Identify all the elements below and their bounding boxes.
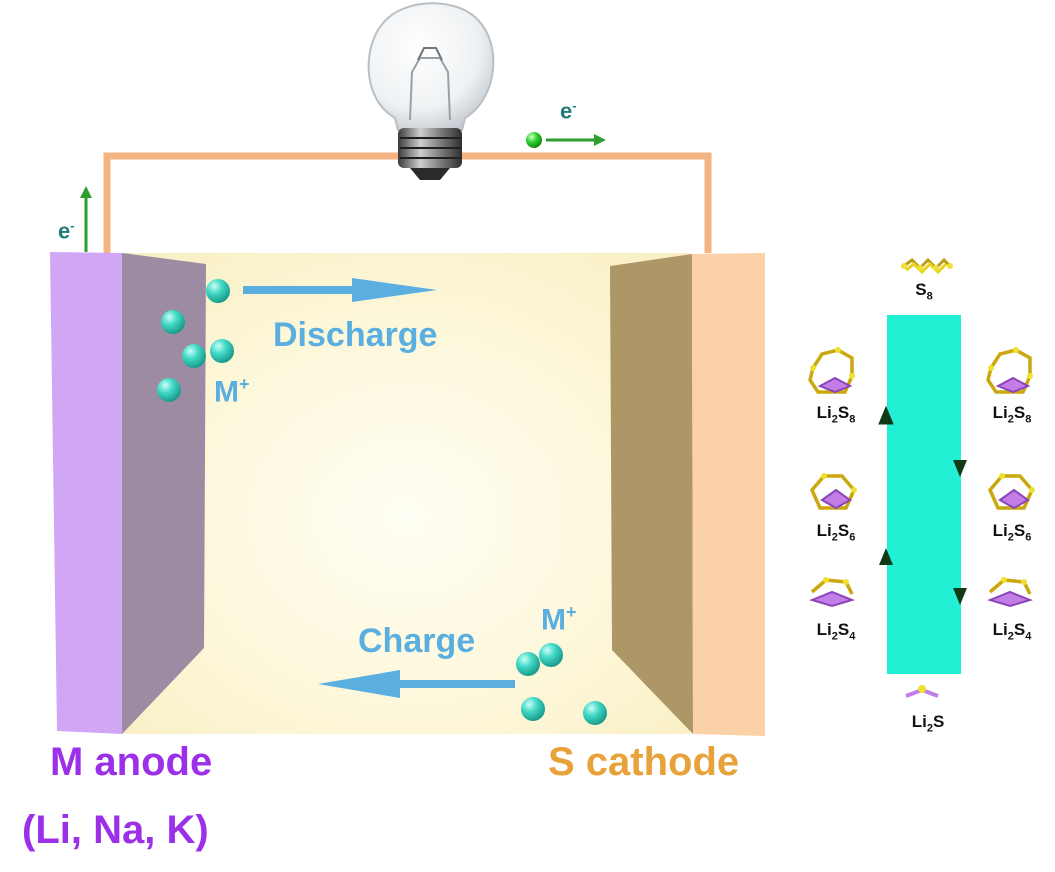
charge-direction-arrow [878, 405, 894, 425]
discharge-arrow [243, 278, 437, 302]
sulfur-conversion-bar [887, 315, 961, 674]
cathode-front-face [692, 253, 765, 736]
electron-flow-right-arrow [546, 134, 606, 146]
ion-icon [157, 378, 181, 402]
species-label-left: Li2S6 [816, 521, 856, 544]
ion-icon [521, 697, 545, 721]
li2s-label: Li2S [911, 712, 945, 735]
species-label-right: Li2S6 [992, 521, 1032, 544]
li2s8-molecule-icon [986, 347, 1033, 394]
charge-arrow [318, 670, 515, 698]
ion-icon [182, 344, 206, 368]
charge-direction-arrow [879, 548, 893, 565]
li2s6-molecule-icon [809, 473, 857, 510]
li2s4-molecule-icon [986, 577, 1034, 608]
anode-inner-face [122, 253, 206, 734]
s8-molecule-icon [901, 257, 953, 275]
electron-label: e- [58, 218, 75, 244]
metal-ion-label: M+ [541, 602, 577, 637]
discharge-label: Discharge [273, 316, 438, 354]
metal-ion-label: M+ [214, 374, 250, 409]
li2s-molecule-icon [905, 685, 939, 698]
species-label-right: Li2S4 [992, 620, 1032, 643]
anode-subtitle: (Li, Na, K) [22, 808, 209, 852]
cathode-inner-face [610, 254, 693, 734]
species-label-left: Li2S8 [816, 403, 856, 426]
species-label-right: Li2S8 [992, 403, 1032, 426]
ion-icon [161, 310, 185, 334]
ion-icon [206, 279, 230, 303]
li2s8-molecule-icon [808, 347, 855, 394]
electron-label: e- [560, 98, 577, 124]
charge-label: Charge [358, 622, 476, 660]
li2s4-molecule-icon [808, 577, 856, 608]
electrolyte [122, 253, 690, 734]
ion-icon [583, 701, 607, 725]
light-bulb-icon [367, 2, 495, 180]
ion-icon [210, 339, 234, 363]
species-label-left: Li2S4 [816, 620, 856, 643]
electron-flow-up-arrow [80, 186, 92, 252]
s8-label: S8 [915, 280, 933, 303]
discharge-direction-arrow [953, 460, 967, 477]
discharge-direction-arrow [953, 588, 967, 605]
li2s6-molecule-icon [987, 473, 1035, 510]
ion-icon [539, 643, 563, 667]
ion-icon [516, 652, 540, 676]
anode-front-face [50, 252, 122, 734]
anode-title: M anode [50, 740, 213, 784]
electron-icon [526, 132, 542, 148]
external-circuit-wire [103, 152, 712, 253]
cathode-title: S cathode [548, 740, 740, 784]
